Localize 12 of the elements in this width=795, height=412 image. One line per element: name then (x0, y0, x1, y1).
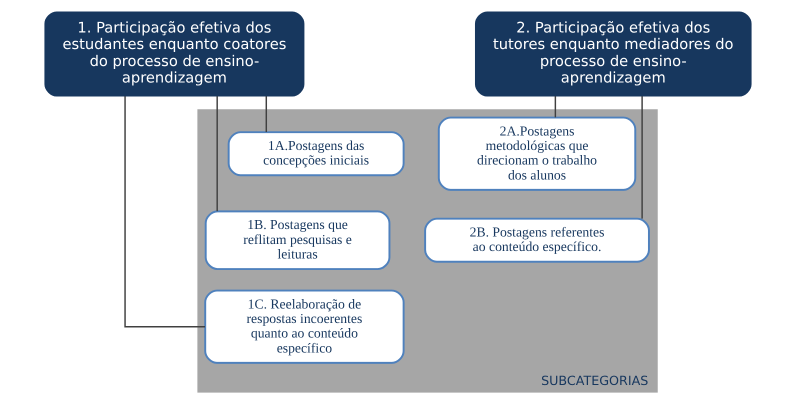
connector (124, 96, 205, 328)
node-box: 1C. Reelaboração de respostas incoerentes quanto ao conteúdo específico (204, 290, 404, 364)
node-box: 2B. Postagens referentes ao conteúdo específico. (424, 218, 650, 263)
node-box: 2. Participação efetiva dos tutores enquanto mediadores do processo de ensino-aprendizagem (474, 12, 752, 97)
node-box: 2A.Postagens metodológicas que direcionam o trabalho dos alunos (437, 116, 636, 191)
connector (265, 96, 267, 132)
connector (216, 96, 218, 212)
node-box: 1. Participação efetiva dos estudantes enquanto coatores do processo de ensino-aprendizagem (44, 12, 304, 97)
node-box: 1A.Postagens das concepções iniciais (227, 131, 404, 176)
node-box: 1B. Postagens que reflitam pesquisas e leituras (204, 210, 390, 270)
connector (640, 96, 642, 219)
connector (554, 96, 556, 118)
